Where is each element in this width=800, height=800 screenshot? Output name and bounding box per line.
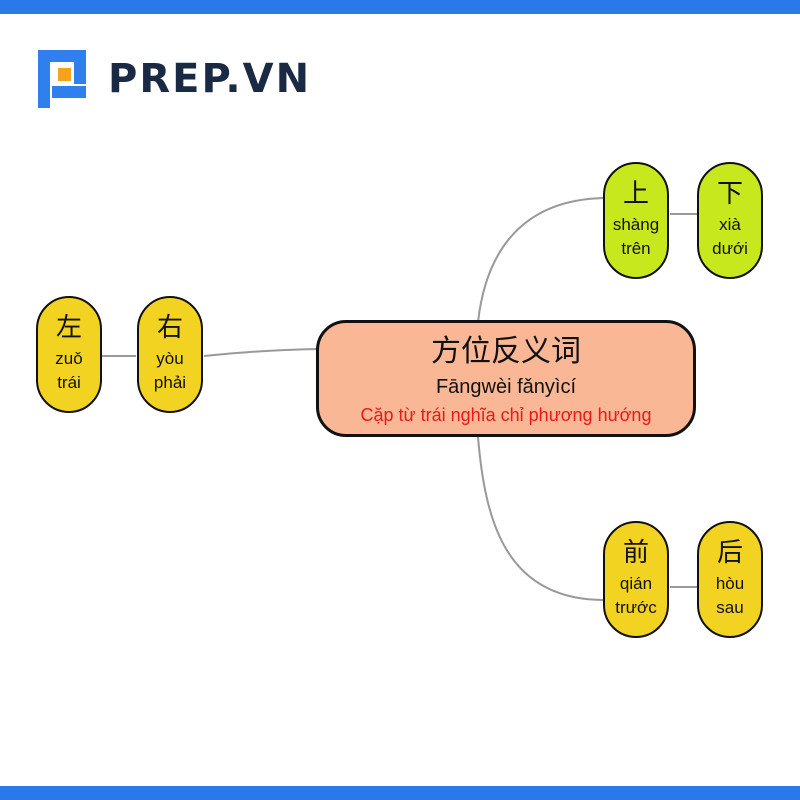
node-back: 后 hòu sau: [697, 521, 763, 638]
node-up-meaning: trên: [621, 239, 651, 258]
center-pinyin: Fāngwèi fǎnyìcí: [435, 376, 577, 398]
node-left-meaning: trái: [57, 373, 81, 392]
node-back-meaning: sau: [716, 598, 744, 617]
node-front-hanzi: 前: [622, 538, 649, 568]
top-frame-bar: [0, 0, 800, 14]
prep-logo-icon: [38, 50, 86, 108]
node-back-pinyin: hòu: [715, 574, 745, 593]
connector-center-to-up: [477, 197, 605, 323]
node-left-hanzi: 左: [55, 313, 82, 343]
node-right-hanzi: 右: [156, 313, 183, 343]
bottom-frame-bar: [0, 786, 800, 800]
node-right: 右 yòu phải: [137, 296, 203, 413]
connector-center-to-right: [203, 348, 319, 357]
node-left-pinyin: zuǒ: [55, 349, 83, 368]
node-up-pinyin: shàng: [612, 215, 660, 234]
brand-name: PREP.VN: [108, 56, 312, 102]
node-right-meaning: phải: [153, 373, 187, 392]
node-back-hanzi: 后: [716, 538, 743, 568]
connector-center-to-front: [477, 436, 605, 601]
node-down-pinyin: xià: [719, 215, 741, 234]
center-topic-node: 方位反义词 Fāngwèi fǎnyìcí Cặp từ trái nghĩa …: [316, 320, 696, 437]
node-front: 前 qián trước: [603, 521, 669, 638]
node-front-pinyin: qián: [619, 574, 653, 593]
center-hanzi: 方位反义词: [431, 334, 581, 369]
node-up-hanzi: 上: [622, 179, 649, 209]
node-up: 上 shàng trên: [603, 162, 669, 279]
node-down: 下 xià dưới: [697, 162, 763, 279]
center-meaning: Cặp từ trái nghĩa chỉ phương hướng: [360, 405, 652, 425]
node-left: 左 zuǒ trái: [36, 296, 102, 413]
brand-logo: PREP.VN: [38, 50, 311, 108]
node-down-hanzi: 下: [716, 179, 743, 209]
node-front-meaning: trước: [615, 598, 657, 617]
node-right-pinyin: yòu: [156, 349, 184, 368]
node-down-meaning: dưới: [712, 239, 748, 258]
